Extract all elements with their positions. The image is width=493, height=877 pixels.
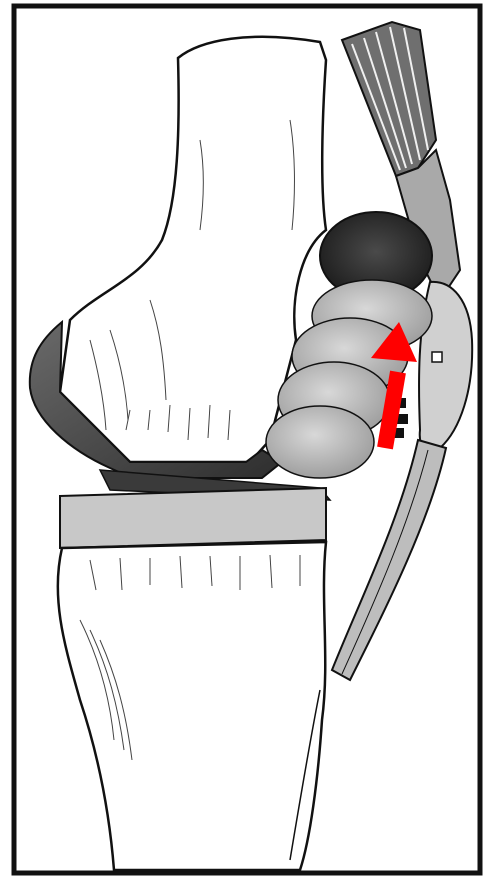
patellar-ligament (332, 440, 446, 680)
tibia (58, 542, 326, 870)
lobe-4 (266, 406, 374, 478)
meniscus (60, 488, 326, 548)
quadriceps-muscle (342, 22, 436, 176)
